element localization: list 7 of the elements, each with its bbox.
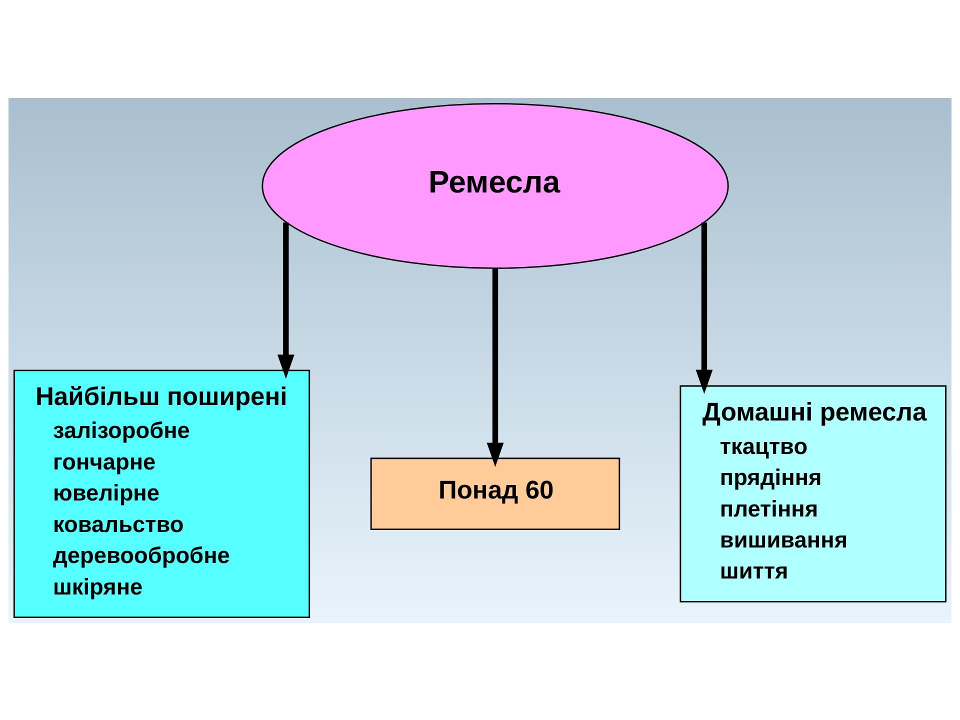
- arrow: [486, 268, 504, 466]
- arrow: [696, 222, 713, 394]
- node-box: Понад 60: [370, 457, 620, 530]
- arrow: [277, 222, 294, 378]
- node-box: Домашні ремесла ткацтво прядіння плетіння вишивання шиття: [680, 384, 946, 602]
- node-box: Найбільш поширені залізоробне гончарне ювелірне ковальство деревообробне шкіряне: [13, 369, 310, 618]
- node-ellipse: Ремесла: [262, 102, 729, 268]
